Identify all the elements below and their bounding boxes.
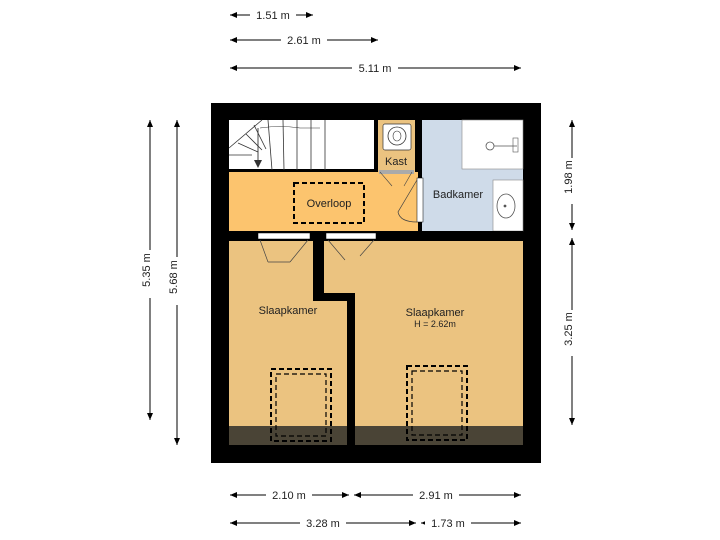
room-label-slaapkamer-left: Slaapkamer <box>259 305 318 317</box>
room-height-label: H = 2.62m <box>414 319 456 329</box>
door-opening-left <box>257 232 311 240</box>
shower-area <box>461 119 524 170</box>
dimension-bottom-row-1: 2.10 m 2.91 m <box>230 488 521 502</box>
dimension-label: 1.98 m <box>563 160 575 194</box>
dimension-left-outer: 5.35 m <box>141 120 157 420</box>
sink-area <box>492 179 524 232</box>
dimension-label: 2.10 m <box>272 490 306 502</box>
door-opening-right <box>325 232 377 240</box>
dimension-label: 5.68 m <box>168 260 180 294</box>
room-slaapkamer-left <box>229 241 347 445</box>
dimension-label: 2.91 m <box>419 490 453 502</box>
overloop-hatch <box>293 182 365 224</box>
room-slaapkamer-right <box>324 241 523 445</box>
dimension-top-1: 1.51 m <box>230 8 313 22</box>
dimension-label: 2.61 m <box>287 35 321 47</box>
shower-icon <box>485 137 519 153</box>
dimension-label: 5.35 m <box>141 253 153 287</box>
toilet-icon <box>382 123 412 151</box>
dimension-label: 1.51 m <box>256 10 290 22</box>
wall-stairs <box>229 169 374 172</box>
dimension-label: 1.73 m <box>431 518 465 530</box>
dimension-label: 3.25 m <box>563 312 575 346</box>
door-swing-right <box>327 239 375 261</box>
dimension-left-inner: 5.68 m <box>168 120 184 445</box>
room-overloop <box>229 172 418 231</box>
floor-strip-left <box>229 426 347 445</box>
dimension-top-2: 2.61 m <box>230 33 378 47</box>
sink-icon <box>496 193 516 219</box>
dimension-right-bottom: 3.25 m <box>563 238 579 425</box>
room-label-badkamer: Badkamer <box>433 189 483 201</box>
room-label-kast: Kast <box>385 156 407 168</box>
dimension-bottom-row-2: 3.28 m 1.73 m <box>230 516 521 530</box>
dimension-top-3: 5.11 m <box>230 61 521 75</box>
dimension-label: 3.28 m <box>306 518 340 530</box>
dimension-right-top: 1.98 m <box>563 120 579 230</box>
door-opening-kast <box>379 170 414 174</box>
door-swing-left <box>259 239 309 263</box>
door-swing-kast <box>379 171 413 187</box>
skylight-right <box>406 365 468 441</box>
room-label-overloop: Overloop <box>307 198 352 210</box>
wall-bedroom-divider <box>313 241 355 445</box>
room-label-slaapkamer-right: Slaapkamer <box>406 307 465 319</box>
wall-kast-left <box>374 120 378 172</box>
stairs <box>228 119 326 171</box>
stairwell <box>229 120 374 172</box>
dimension-label: 5.11 m <box>359 63 392 75</box>
wall-bathroom <box>418 120 422 231</box>
door-swing-bathroom <box>397 179 418 223</box>
skylight-left <box>270 368 332 442</box>
door-opening-bathroom <box>416 177 424 223</box>
